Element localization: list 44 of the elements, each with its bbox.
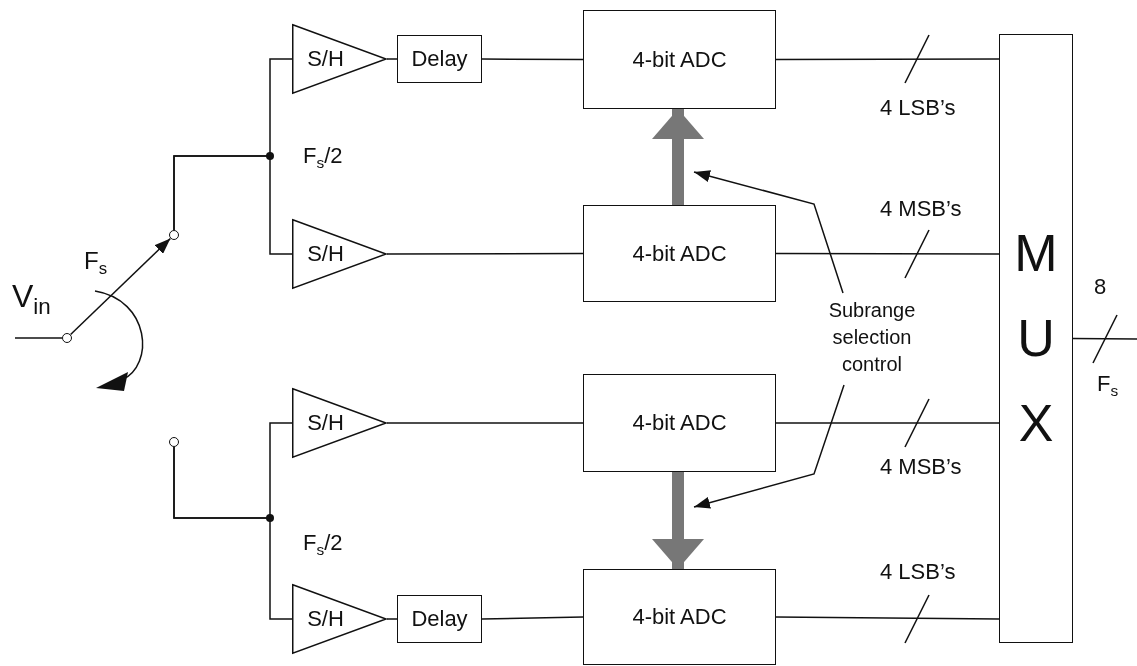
- switch-terminal: [62, 333, 72, 343]
- arrow: [69, 237, 172, 336]
- signal-line: [775, 422, 1000, 424]
- signal-line: [775, 58, 1000, 61]
- edge-label: 4 LSB’s: [880, 561, 956, 583]
- signal-line: [386, 618, 398, 620]
- arrow: [693, 384, 845, 509]
- signal-line: [386, 422, 584, 424]
- edge-label: 4 MSB’s: [880, 198, 962, 220]
- process-box: 4-bit ADC: [583, 10, 776, 109]
- thick-arrow: [652, 472, 704, 569]
- signal-line: [1072, 337, 1137, 340]
- label-text: 8: [1094, 276, 1107, 298]
- multiplexer-box: MUX: [999, 34, 1073, 643]
- signal-line: [386, 58, 398, 60]
- sample-hold-amplifier: S/H: [292, 388, 387, 458]
- label-text: F$_{s}$: [84, 249, 108, 278]
- process-box: Delay: [397, 595, 482, 643]
- signal-line: [481, 58, 584, 61]
- sample-hold-amplifier: S/H: [292, 24, 387, 94]
- signal-line: [173, 446, 293, 620]
- sample-hold-amplifier: S/H: [292, 219, 387, 289]
- signal-line: [386, 252, 584, 255]
- switch-terminal: [169, 437, 179, 447]
- edge-label: 4 LSB’s: [880, 97, 956, 119]
- thick-arrow: [652, 109, 704, 205]
- process-box: 4-bit ADC: [583, 569, 776, 665]
- switch-terminal: [169, 230, 179, 240]
- label-text: F$_{s}$: [1097, 373, 1119, 398]
- signal-line: [775, 252, 1000, 255]
- label-text: V$_{in}$: [12, 280, 51, 319]
- label-text: F$_{s}$/2: [303, 145, 343, 170]
- signal-line: [14, 337, 63, 339]
- arrow: [693, 170, 844, 294]
- label-text: F$_{s}$/2: [303, 532, 343, 557]
- sample-hold-amplifier: S/H: [292, 584, 387, 654]
- signal-line: [173, 155, 293, 255]
- signal-line: [775, 616, 1000, 620]
- annotation-text: Subrange selection control: [802, 293, 942, 385]
- process-box: Delay: [397, 35, 482, 83]
- signal-line: [481, 616, 584, 620]
- process-box: 4-bit ADC: [583, 374, 776, 472]
- edge-label: 4 MSB’s: [880, 456, 962, 478]
- process-box: 4-bit ADC: [583, 205, 776, 302]
